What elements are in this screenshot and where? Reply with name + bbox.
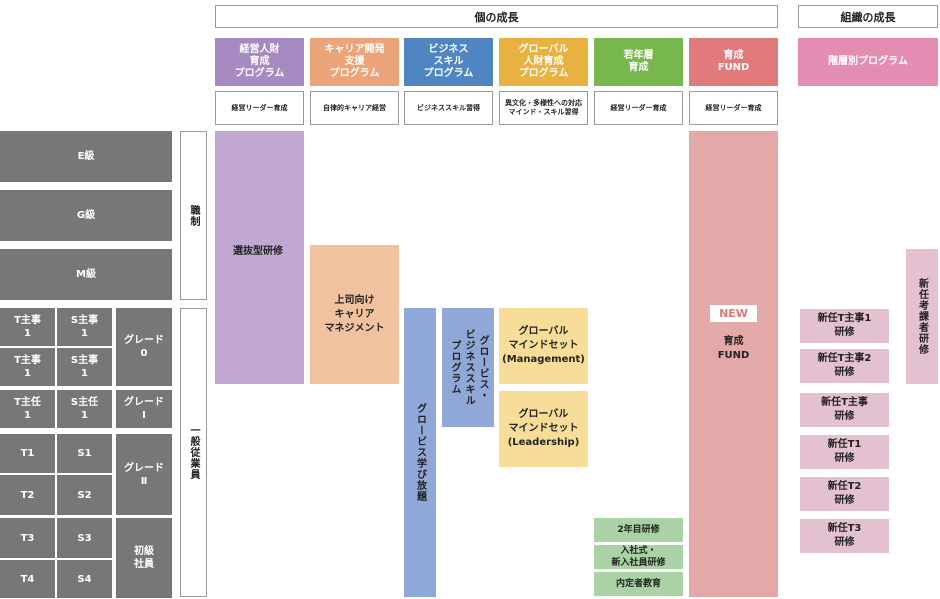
bar-global-mindset-leadership: グローバル マインドセット (Leadership): [499, 391, 588, 467]
bar-globis-unlimited: グロービス学び放題: [404, 308, 436, 597]
purpose-business-skill: ビジネススキル習得: [404, 91, 493, 125]
program-header-business-skill: ビジネス スキル プログラム: [404, 38, 493, 86]
new-badge: NEW: [710, 305, 757, 322]
bar-selective-training: 選抜型研修: [215, 131, 304, 384]
grade-group-2: グレード Ⅱ: [116, 434, 172, 515]
grade-t2: T2: [0, 475, 55, 515]
bar-second-year-training: 2年目研修: [594, 518, 683, 542]
org-item-new-t-shuji-1: 新任T主事1 研修: [800, 309, 889, 343]
purpose-executive: 経営リーダー育成: [215, 91, 304, 125]
tier-management-text: 職制: [188, 204, 199, 227]
program-header-tiered: 階層別プログラム: [798, 38, 938, 86]
org-item-new-t3: 新任T3 研修: [800, 519, 889, 553]
bar-new-employee-training: 入社式・ 新入社員研修: [594, 545, 683, 569]
program-header-career: キャリア開発 支援 プログラム: [310, 38, 399, 86]
program-header-global: グローバル 人財育成 プログラム: [499, 38, 588, 86]
tier-management-label: 職制: [180, 131, 207, 300]
purpose-young: 経営リーダー育成: [594, 91, 683, 125]
grade-s2: S2: [57, 475, 112, 515]
bar-development-fund: NEW 育成 FUND: [689, 131, 778, 597]
grade-group-0: グレード 0: [116, 308, 172, 386]
program-header-executive: 経営人財 育成 プログラム: [215, 38, 304, 86]
organization-growth-header: 組織の成長: [798, 5, 938, 28]
bar-selective-label: 選抜型研修: [233, 246, 283, 257]
grade-m: M級: [0, 249, 172, 300]
org-item-new-t-shuji-2: 新任T主事2 研修: [800, 349, 889, 383]
org-item-new-t2: 新任T2 研修: [800, 477, 889, 511]
program-header-fund: 育成 FUND: [689, 38, 778, 86]
grade-s3: S3: [57, 518, 112, 558]
bar-globis-unlimited-label: グロービス学び放題: [414, 403, 426, 502]
org-evaluator-training: 新任考課者研修: [906, 249, 938, 384]
grade-s4: S4: [57, 560, 112, 598]
grade-group-1: グレード Ⅰ: [116, 390, 172, 428]
grade-e: E級: [0, 131, 172, 182]
individual-growth-header: 個の成長: [215, 5, 778, 28]
grade-g: G級: [0, 190, 172, 241]
grade-t1: T1: [0, 434, 55, 473]
grade-s-shunin-1: S主任 1: [57, 390, 112, 428]
bar-globis-business-skill: グロービス・ ビジネススキル プログラム: [442, 308, 494, 427]
purpose-fund: 経営リーダー育成: [689, 91, 778, 125]
bar-fund-label: 育成 FUND: [717, 336, 750, 361]
grade-s-shuji-1a: S主事 1: [57, 308, 112, 346]
grade-t4: T4: [0, 560, 55, 598]
grade-t-shuji-1b: T主事 1: [0, 348, 55, 386]
grade-t-shunin-1: T主任 1: [0, 390, 55, 428]
bar-career-management: 上司向け キャリア マネジメント: [310, 245, 399, 384]
program-header-young: 若年層 育成: [594, 38, 683, 86]
grade-group-entry: 初級 社員: [116, 518, 172, 598]
purpose-global: 異文化・多様性への対応 マインド・スキル習得: [499, 91, 588, 125]
org-item-new-t1: 新任T1 研修: [800, 435, 889, 469]
tier-general-label: 一般従業員: [180, 308, 207, 597]
grade-t-shuji-1a: T主事 1: [0, 308, 55, 346]
purpose-career: 自律的キャリア経営: [310, 91, 399, 125]
org-evaluator-label: 新任考課者研修: [916, 278, 928, 355]
bar-globis-skill-label: グロービス・ ビジネススキル プログラム: [449, 329, 488, 406]
grade-t3: T3: [0, 518, 55, 558]
bar-offer-education: 内定者教育: [594, 572, 683, 596]
grade-s-shuji-1b: S主事 1: [57, 348, 112, 386]
bar-global-mindset-management: グローバル マインドセット (Management): [499, 308, 588, 384]
tier-general-text: 一般従業員: [188, 425, 199, 480]
grade-s1: S1: [57, 434, 112, 473]
org-item-new-t-shuji: 新任T主事 研修: [800, 393, 889, 427]
